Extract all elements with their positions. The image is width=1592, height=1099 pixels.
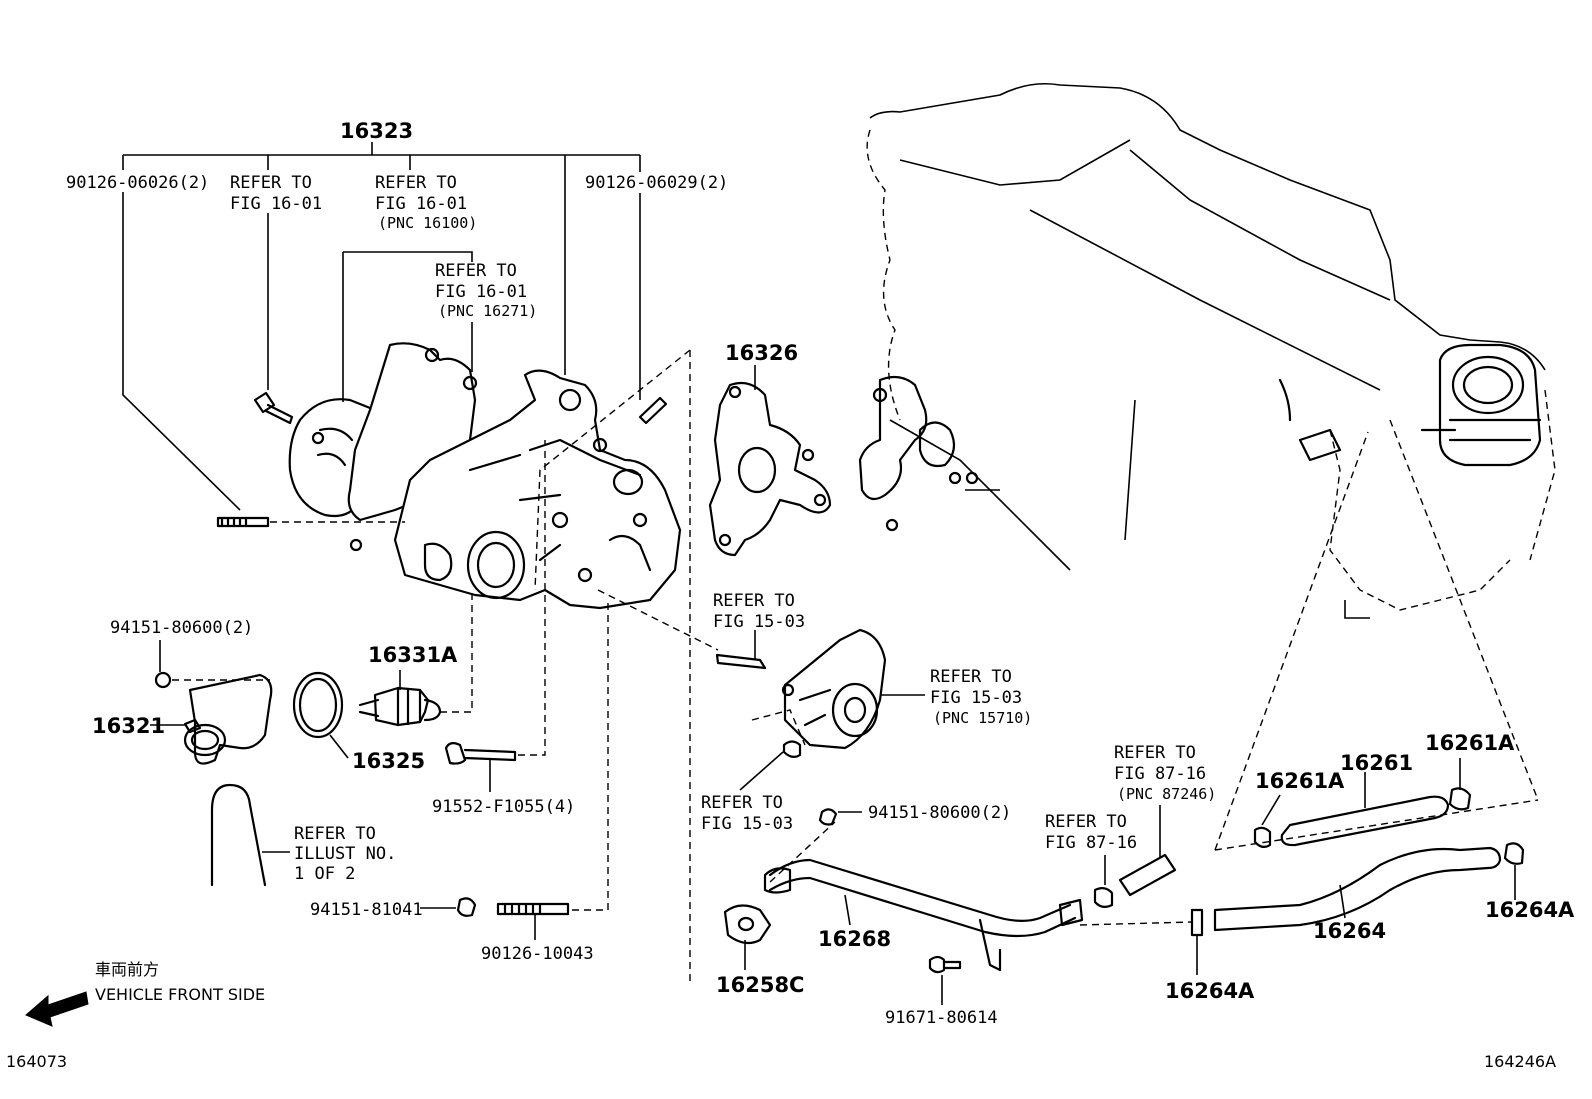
label-refer-e2: FIG 15-03 (930, 688, 1022, 708)
bypass-pipe-16268 (723, 858, 1084, 972)
label-refer-g3: 1 OF 2 (294, 864, 355, 884)
label-refer-h2: FIG 87-16 (1114, 764, 1206, 784)
label-94151-80600-b: 94151-80600(2) (868, 803, 1011, 823)
label-refer-e3: (PNC 15710) (933, 709, 1032, 727)
label-90126-10043: 90126-10043 (481, 944, 594, 964)
vehicle-front-arrow-icon (25, 991, 89, 1027)
water-hose-pipe (210, 783, 267, 887)
engine-block-outline (858, 82, 1556, 619)
label-refer-a2: FIG 16-01 (230, 194, 322, 214)
label-16323: 16323 (340, 119, 413, 143)
label-94151-81041: 94151-81041 (310, 900, 423, 920)
diagram-id-left: 164073 (6, 1052, 67, 1071)
label-refer-h3: (PNC 87246) (1117, 785, 1216, 803)
label-refer-f2: FIG 15-03 (701, 814, 793, 834)
label-refer-g1: REFER TO (294, 824, 376, 844)
label-refer-c1: REFER TO (435, 261, 517, 281)
label-refer-e1: REFER TO (930, 667, 1012, 687)
label-94151-80600-a: 94151-80600(2) (110, 618, 253, 638)
label-16261A-b: 16261A (1425, 731, 1515, 755)
label-refer-c2: FIG 16-01 (435, 282, 527, 302)
label-16331A: 16331A (368, 643, 458, 667)
label-16325: 16325 (352, 749, 425, 773)
label-refer-i1: REFER TO (1045, 812, 1127, 832)
label-refer-d1: REFER TO (713, 591, 795, 611)
footer: 車両前方 VEHICLE FRONT SIDE 164073 164246A (6, 960, 1556, 1071)
callout-labels: 16323 90126-06026(2) REFER TO FIG 16-01 … (66, 119, 1575, 1028)
gasket-ring-16325 (292, 671, 344, 739)
pump-cover-15-03 (781, 628, 887, 750)
label-refer-b3: (PNC 16100) (378, 214, 477, 232)
vehicle-front-jp: 車両前方 (95, 960, 159, 979)
hose-16264 (1093, 842, 1525, 937)
label-90126-06029: 90126-06029(2) (585, 173, 728, 193)
label-refer-g2: ILLUST NO. (294, 844, 396, 864)
water-pump-assembly (216, 342, 682, 610)
label-16264A-b: 16264A (1165, 979, 1255, 1003)
diagram-id-right: 164246A (1484, 1052, 1556, 1071)
label-16264: 16264 (1313, 919, 1386, 943)
label-16268: 16268 (818, 927, 891, 951)
water-inlet-16321 (183, 673, 273, 765)
thermostat-16331A (358, 686, 442, 727)
label-91671-80614: 91671-80614 (885, 1008, 998, 1028)
label-90126-06026: 90126-06026(2) (66, 173, 209, 193)
label-refer-b2: FIG 16-01 (375, 194, 467, 214)
label-16321: 16321 (92, 714, 165, 738)
label-refer-i2: FIG 87-16 (1045, 833, 1137, 853)
gasket-16326 (708, 381, 832, 557)
label-16264A-a: 16264A (1485, 898, 1575, 922)
vehicle-front-en: VEHICLE FRONT SIDE (95, 985, 265, 1004)
label-refer-h1: REFER TO (1114, 743, 1196, 763)
bolts-and-studs (154, 653, 962, 974)
label-refer-d2: FIG 15-03 (713, 612, 805, 632)
leader-lines (122, 142, 1539, 1005)
label-refer-a1: REFER TO (230, 173, 312, 193)
label-16326: 16326 (725, 341, 798, 365)
label-16261: 16261 (1340, 751, 1413, 775)
label-refer-f1: REFER TO (701, 793, 783, 813)
label-refer-c3: (PNC 16271) (438, 302, 537, 320)
label-16258C: 16258C (716, 973, 804, 997)
label-16261A-a: 16261A (1255, 769, 1345, 793)
label-refer-b1: REFER TO (375, 173, 457, 193)
label-91552-f1055: 91552-F1055(4) (432, 797, 575, 817)
